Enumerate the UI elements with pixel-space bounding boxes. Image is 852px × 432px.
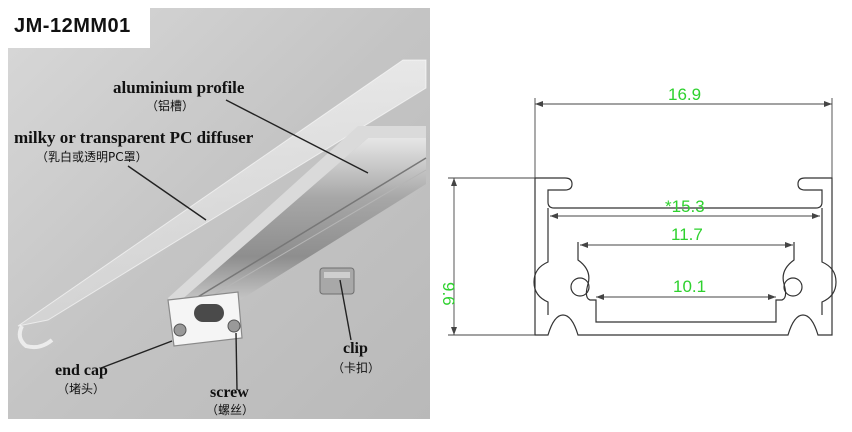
end-cap-label: end cap: [55, 362, 108, 379]
clip-shape: [319, 267, 355, 295]
leader-diffuser: [127, 165, 207, 221]
screw-channel-right: [783, 277, 803, 297]
aluminium-profile-sublabel: （铝槽）: [146, 99, 195, 113]
leader-aluminium: [225, 99, 369, 174]
inner-cavity: [577, 242, 795, 323]
pc-diffuser: [17, 59, 427, 350]
dimension-arrows: [451, 101, 832, 335]
dimension-lines: [448, 98, 833, 336]
aluminium-profile-label: aluminium profile: [113, 78, 245, 97]
leader-end-cap: [100, 340, 173, 369]
inner-channel: [533, 208, 837, 315]
screw-sublabel: （螺丝）: [206, 403, 255, 417]
dim-inner-top: *15.3: [665, 197, 705, 216]
dim-mid: 11.7: [671, 225, 703, 244]
drawing-svg: 16.9 *15.3 11.7 10.1 9.6: [439, 85, 837, 336]
screw-label: screw: [210, 384, 249, 401]
photo-illustration: [8, 8, 430, 419]
profile-cross-section-drawing: 16.9 *15.3 11.7 10.1 9.6: [430, 0, 852, 427]
leader-clip: [339, 279, 352, 341]
leader-lines: [100, 99, 369, 391]
end-cap-sublabel: （堵头）: [57, 382, 106, 396]
dim-bottom: 10.1: [673, 277, 706, 296]
leader-screw: [235, 332, 238, 391]
clip-sublabel: （卡扣）: [332, 361, 381, 375]
dim-height: 9.6: [439, 282, 458, 306]
clip-label: clip: [343, 340, 368, 357]
screw-channel-left: [570, 277, 590, 297]
profile-outline: [534, 177, 833, 336]
aluminium-profile-body: [168, 126, 427, 308]
product-photo: [8, 8, 430, 419]
diffuser-sublabel: （乳白或透明PC罩）: [36, 150, 148, 164]
dim-total-width: 16.9: [668, 85, 701, 104]
end-cap-shape: [167, 291, 243, 347]
diffuser-label: milky or transparent PC diffuser: [14, 128, 254, 147]
model-badge: [8, 8, 150, 48]
model-number: JM-12MM01: [14, 15, 131, 37]
